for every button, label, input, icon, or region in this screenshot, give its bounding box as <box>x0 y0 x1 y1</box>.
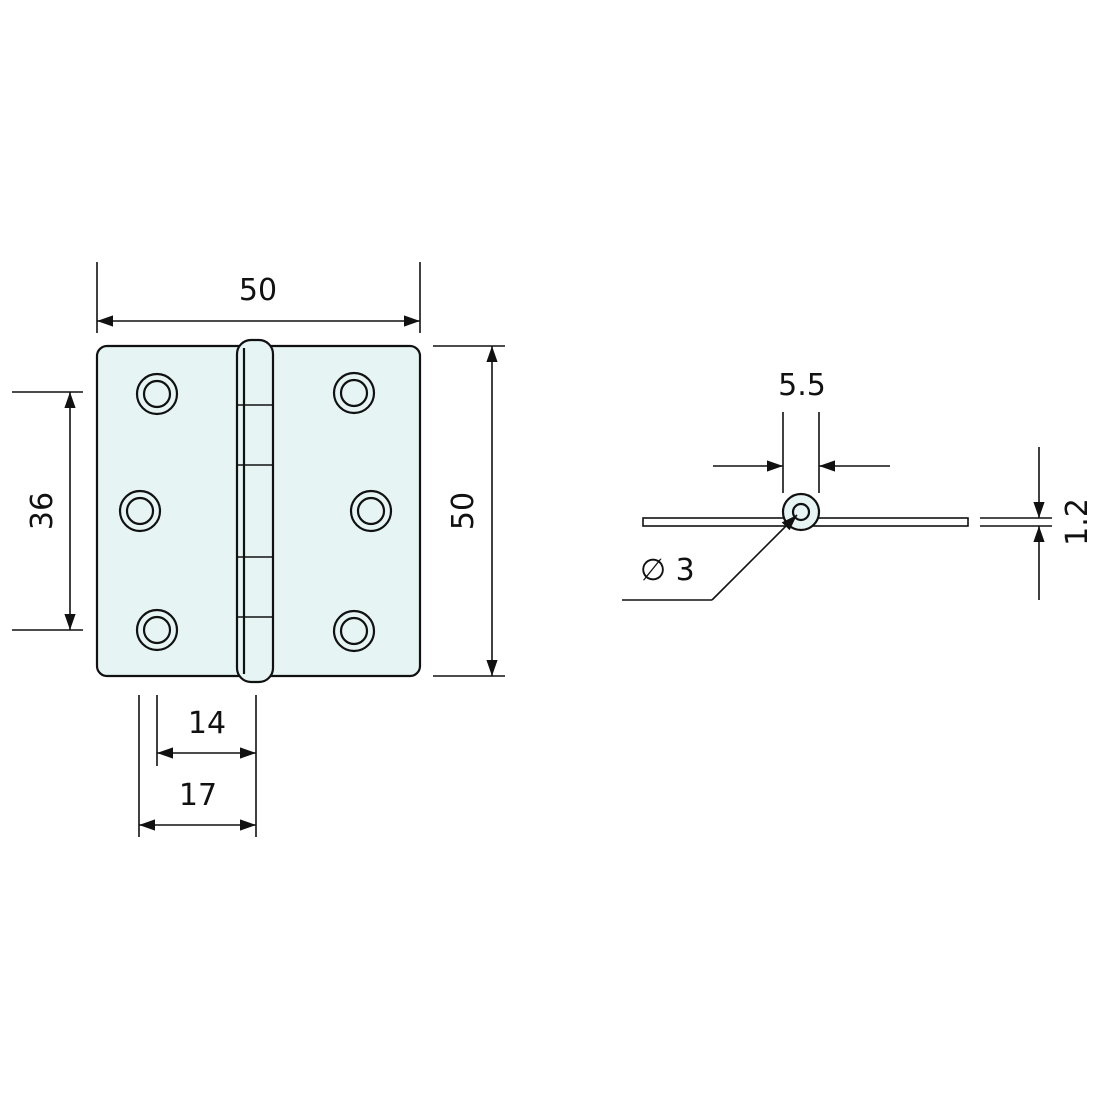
screw-hole-left-bottom <box>135 608 179 652</box>
thickness-label: 1.2 <box>1060 498 1095 546</box>
screw-hole-right-top <box>332 371 376 415</box>
screw-hole-left-middle <box>118 489 162 533</box>
inner-offset-label: 14 <box>188 706 226 741</box>
screw-hole-right-bottom <box>332 609 376 653</box>
hole-spacing-dimension: 36 <box>12 391 83 631</box>
knuckle-width-dimension: 5.5 <box>713 368 890 493</box>
width-dimension: 50 <box>96 262 421 333</box>
screw-hole-left-top <box>135 372 179 416</box>
knuckle-width-label: 5.5 <box>778 368 826 403</box>
pin-diameter-label: ∅ 3 <box>640 553 695 588</box>
screw-hole-right-middle <box>349 489 393 533</box>
height-dimension: 50 <box>433 345 505 677</box>
thickness-dimension: 1.2 <box>980 447 1095 600</box>
outer-offset-label: 17 <box>179 778 217 813</box>
width-label: 50 <box>239 273 277 308</box>
offset-dimensions: 14 17 <box>138 695 257 837</box>
hinge-side-view: 5.5 ∅ 3 1.2 <box>622 368 1095 601</box>
hole-spacing-label: 36 <box>25 492 60 530</box>
height-label: 50 <box>446 492 481 530</box>
hinge-front-view: 50 50 36 14 17 <box>12 262 505 837</box>
hinge-knuckle <box>235 338 275 684</box>
pin-diameter-leader: ∅ 3 <box>622 514 798 601</box>
side-pin <box>791 502 811 522</box>
